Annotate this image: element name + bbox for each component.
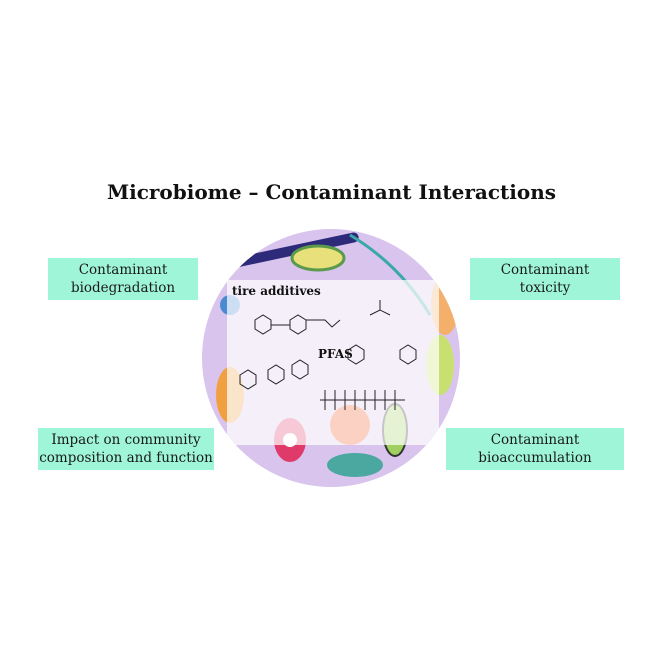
pfas-label: PFAS	[318, 347, 353, 361]
microbiome-circle-illustration	[202, 229, 460, 487]
contaminant-biodegradation-box: Contaminant biodegradation	[48, 258, 198, 300]
rod-bacterium-icon	[231, 232, 359, 268]
bacterium-icon	[327, 453, 383, 477]
community-impact-box: Impact on community composition and func…	[38, 428, 214, 470]
diagram-title: Microbiome – Contaminant Interactions	[106, 180, 557, 204]
tire-additives-label: tire additives	[232, 284, 321, 298]
box-line: Contaminant	[500, 262, 590, 278]
bacterium-icon	[290, 244, 346, 272]
box-line: Impact on community	[51, 432, 201, 448]
box-line: biodegradation	[70, 280, 176, 296]
chemical-structures	[239, 300, 417, 410]
chemical-overlay	[227, 280, 439, 445]
box-line: Contaminant	[78, 262, 168, 278]
contaminant-bioaccumulation-box: Contaminant bioaccumulation	[446, 428, 624, 470]
box-line: Contaminant	[490, 432, 580, 448]
box-line: composition and function	[39, 450, 213, 466]
box-line: toxicity	[519, 280, 571, 296]
contaminant-toxicity-box: Contaminant toxicity	[470, 258, 620, 300]
box-line: bioaccumulation	[478, 450, 592, 466]
